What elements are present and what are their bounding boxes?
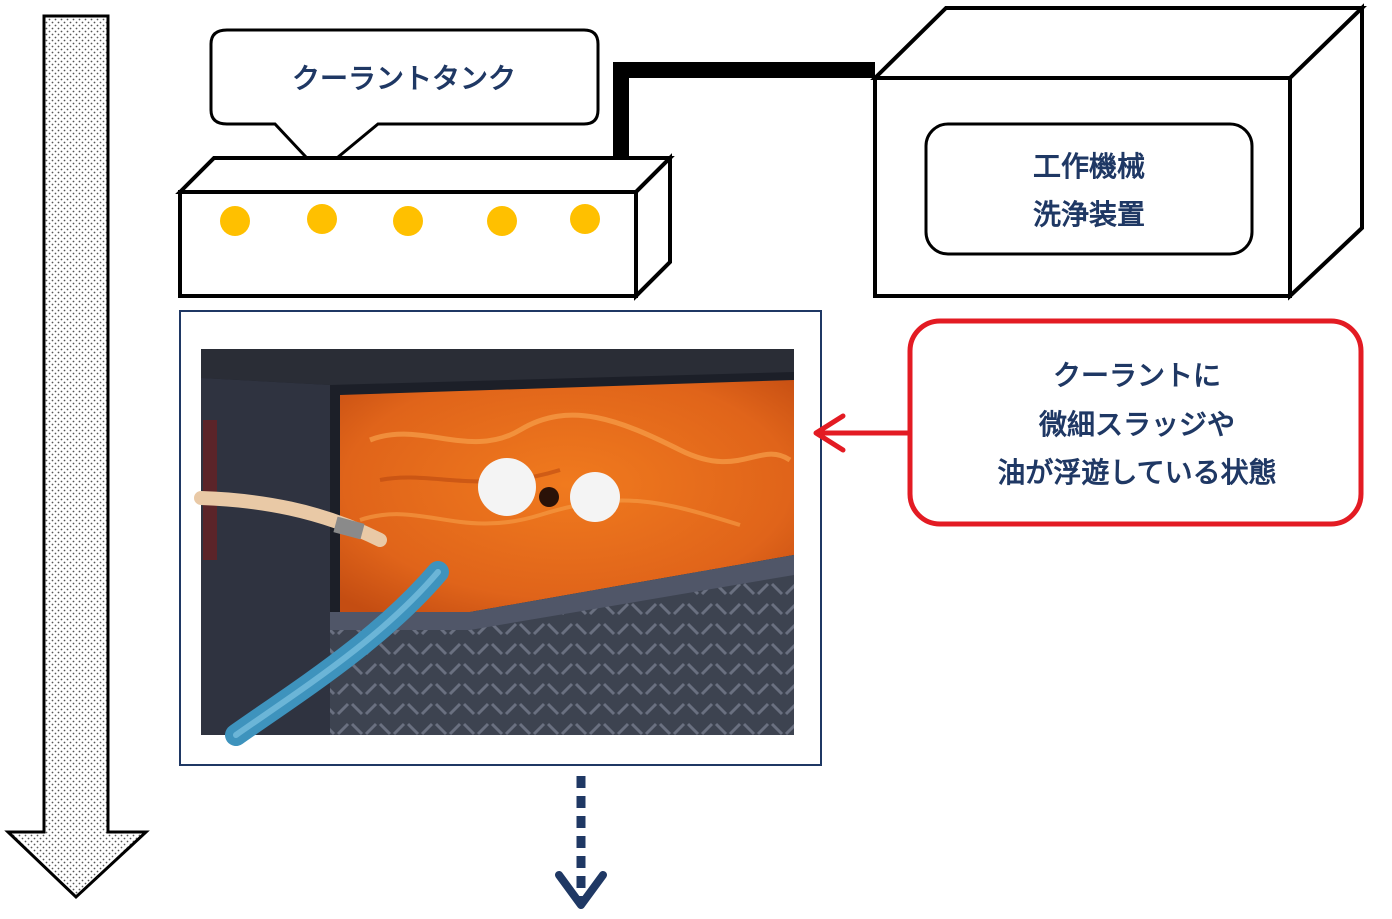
coolant-dot [487, 206, 517, 236]
coolant-tank-box [175, 153, 675, 301]
flow-arrow-large [4, 14, 150, 900]
callout-label: クーラントタンク [292, 62, 516, 95]
coolant-tank-photo [179, 310, 822, 766]
note-pointer-arrow [813, 413, 910, 453]
note-box [907, 318, 1364, 527]
coolant-dot [220, 206, 250, 236]
machine-label-line2: 洗浄装置 [1033, 198, 1145, 231]
note-line1: クーラントに [1053, 359, 1221, 392]
coolant-dots [220, 204, 600, 236]
note-line2: 微細スラッジや [1038, 408, 1235, 441]
connection-pipe [613, 62, 875, 160]
machine-label-line1: 工作機械 [1033, 150, 1145, 183]
machine-label-box [924, 122, 1254, 256]
condition-note: クーラントに 微細スラッジや 油が浮遊している状態 [907, 318, 1364, 527]
note-line3: 油が浮遊している状態 [997, 456, 1276, 489]
coolant-tank-callout: クーラントタンク [209, 28, 600, 175]
coolant-dot [393, 206, 423, 236]
coolant-dot [570, 204, 600, 234]
coolant-dot [307, 204, 337, 234]
flow-arrow-dashed [555, 776, 607, 909]
machine-box: 工作機械 洗浄装置 [870, 3, 1367, 301]
